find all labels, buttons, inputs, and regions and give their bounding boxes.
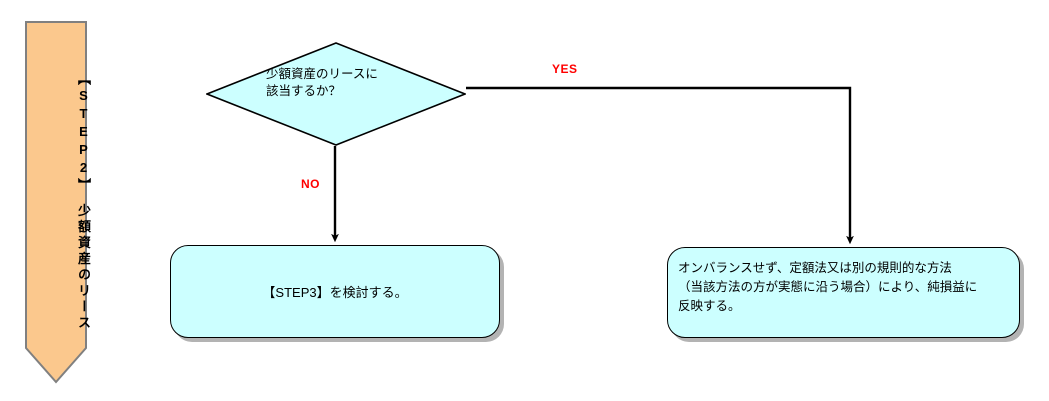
connector-yes-path xyxy=(466,86,854,245)
process-node-offbalance[interactable]: オンバランスせず、定額法又は別の規則的な方法 （当該方法の方が実態に沿う場合）に… xyxy=(667,247,1020,338)
process-node-step3-label: 【STEP3】を検討する。 xyxy=(262,285,408,300)
step-banner: 【STEP2】 少額資産のリース xyxy=(22,18,91,386)
process-node-offbalance-label: オンバランスせず、定額法又は別の規則的な方法 （当該方法の方が実態に沿う場合）に… xyxy=(678,261,978,313)
step-banner-shape xyxy=(25,21,87,384)
decision-shape xyxy=(206,42,466,146)
process-node-step3[interactable]: 【STEP3】を検討する。 xyxy=(170,245,500,338)
decision-node[interactable]: 少額資産のリースに 該当するか？ xyxy=(206,42,466,146)
